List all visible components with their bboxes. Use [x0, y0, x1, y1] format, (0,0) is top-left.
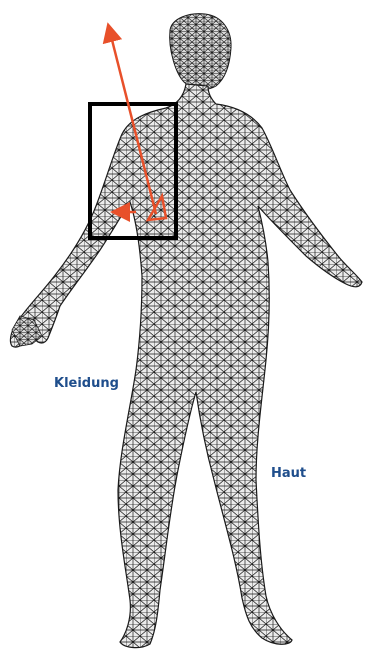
figure-head [170, 14, 231, 90]
human-mesh-figure [10, 14, 362, 648]
figure-body [10, 84, 362, 648]
skin-label: Haut [271, 466, 306, 482]
clothing-label: Kleidung [54, 376, 119, 392]
